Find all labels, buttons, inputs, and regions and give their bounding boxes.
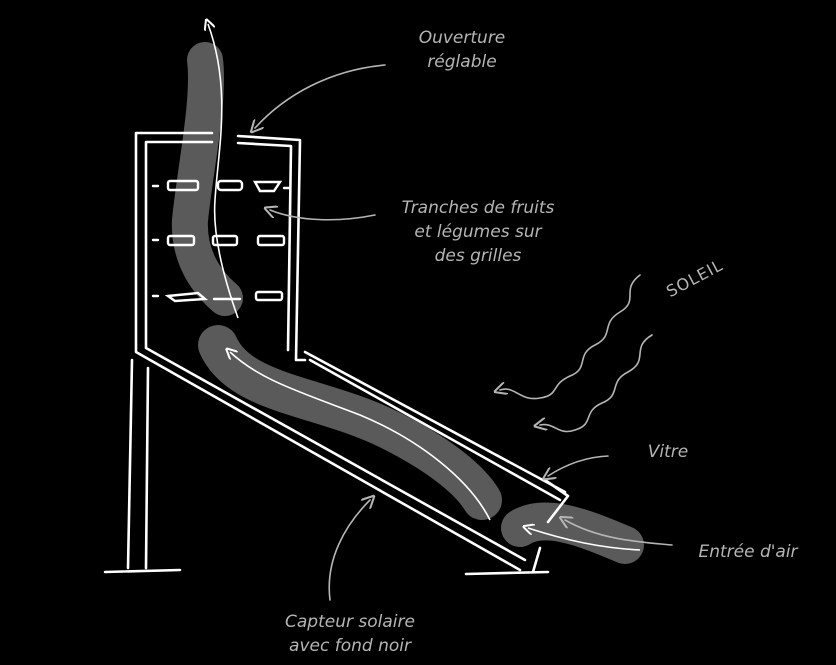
inlet-lip (543, 478, 570, 524)
sun-ray-2 (540, 334, 653, 433)
flow-lines (208, 24, 641, 551)
sun-ray-1 (500, 274, 641, 400)
label-vitre: Vitre (647, 442, 689, 462)
rack-1 (151, 179, 292, 193)
arrow-entree (565, 520, 673, 546)
glass-pane-inner (308, 358, 562, 502)
label-entree: Entrée d'air (698, 542, 798, 562)
rack-3 (151, 290, 284, 303)
ground-right (464, 570, 550, 576)
label-ouverture: Ouverture réglable (418, 28, 506, 72)
ground-left (103, 568, 182, 574)
inlet-foot (531, 546, 542, 574)
label-tranches: Tranches de fruits et légumes sur des gr… (401, 198, 555, 266)
flow-line-collector (230, 352, 491, 521)
drying-racks (151, 179, 292, 303)
rack-2 (151, 234, 286, 247)
airflow-inlet (501, 502, 644, 564)
airflow-collector (198, 325, 502, 520)
chimney-inner (144, 140, 527, 562)
leg-right (144, 366, 150, 570)
airflow-chimney (171, 42, 243, 316)
chimney-right-wall-inner (236, 141, 293, 352)
label-capteur: Capteur solaire avec fond noir (285, 612, 415, 656)
dryer-structure (103, 131, 570, 576)
arrow-capteur (328, 500, 370, 601)
chimney-outer (134, 131, 522, 572)
flow-line-chimney (208, 24, 239, 319)
arrow-vitre (548, 455, 609, 476)
annotation-arrows (255, 64, 673, 601)
arrow-tranches (270, 210, 376, 221)
glass-pane (303, 350, 567, 494)
chimney-right-wall (236, 134, 307, 362)
sun-rays (500, 274, 653, 433)
arrow-ouverture (255, 64, 386, 128)
flow-line-inlet (528, 528, 641, 551)
leg-left (126, 358, 134, 570)
airflow-paths (171, 42, 644, 564)
